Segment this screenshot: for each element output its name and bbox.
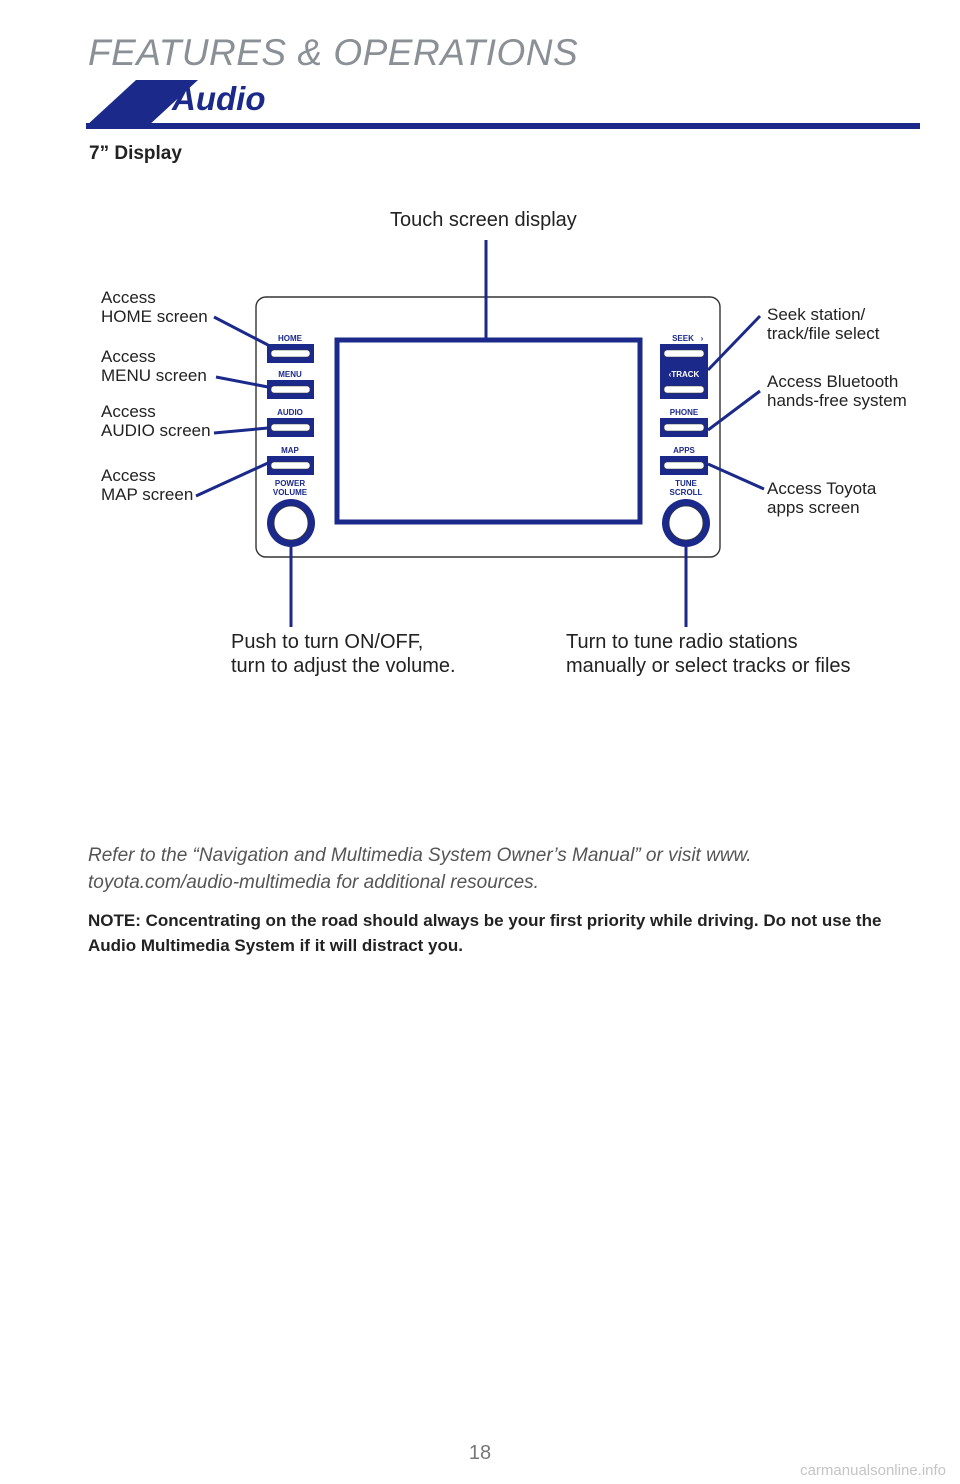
right-buttons: SEEK › ‹TRACK PHONE APPS TUNE SCROLL	[660, 334, 710, 547]
callout-phone: Access Bluetooth hands-free system	[767, 372, 907, 410]
callout-power: Push to turn ON/OFF, turn to adjust the …	[231, 631, 456, 677]
safety-note: NOTE: Concentrating on the road should a…	[88, 911, 882, 955]
page-number: 18	[468, 1442, 492, 1464]
menu-button-label: MENU	[278, 370, 302, 379]
tune-label-1: TUNE	[675, 479, 697, 488]
head-unit-illustration: HOME MENU AUDIO MAP POWER VOLUME SEEK › …	[195, 240, 765, 627]
phone-button-label: PHONE	[670, 408, 699, 417]
section-banner	[86, 80, 920, 129]
power-label-1: POWER	[275, 479, 305, 488]
callout-home: Access HOME screen	[101, 288, 208, 326]
callout-touch-screen: Touch screen display	[390, 209, 577, 231]
callout-menu: Access MENU screen	[101, 347, 207, 385]
home-button-label: HOME	[278, 334, 303, 343]
callout-audio: Access AUDIO screen	[101, 402, 211, 440]
svg-text:›: ›	[701, 334, 704, 343]
callout-apps: Access Toyota apps screen	[767, 479, 877, 517]
watermark: carmanualsonline.info	[800, 1462, 946, 1479]
map-button-label: MAP	[281, 446, 299, 455]
audio-button-label: AUDIO	[277, 408, 303, 417]
refer-text: Refer to the “Navigation and Multimedia …	[88, 845, 752, 893]
leader-lines	[195, 240, 765, 627]
callout-tune: Turn to tune radio stations manually or …	[566, 631, 851, 677]
section-title: FEATURES & OPERATIONS	[88, 32, 579, 73]
display-subhead: 7” Display	[89, 143, 182, 164]
left-buttons: HOME MENU AUDIO MAP POWER VOLUME	[267, 334, 315, 547]
seek-button-label: SEEK	[672, 334, 694, 343]
callout-seek: Seek station/ track/file select	[767, 305, 880, 343]
callout-map: Access MAP screen	[101, 466, 194, 504]
apps-button-label: APPS	[673, 446, 695, 455]
touch-screen	[334, 337, 643, 525]
banner-title: Audio	[172, 80, 266, 117]
tune-label-2: SCROLL	[670, 488, 703, 497]
track-button-label: ‹TRACK	[669, 370, 700, 379]
power-label-2: VOLUME	[273, 488, 308, 497]
head-unit-diagram: HOME MENU AUDIO MAP POWER VOLUME SEEK › …	[0, 180, 960, 700]
